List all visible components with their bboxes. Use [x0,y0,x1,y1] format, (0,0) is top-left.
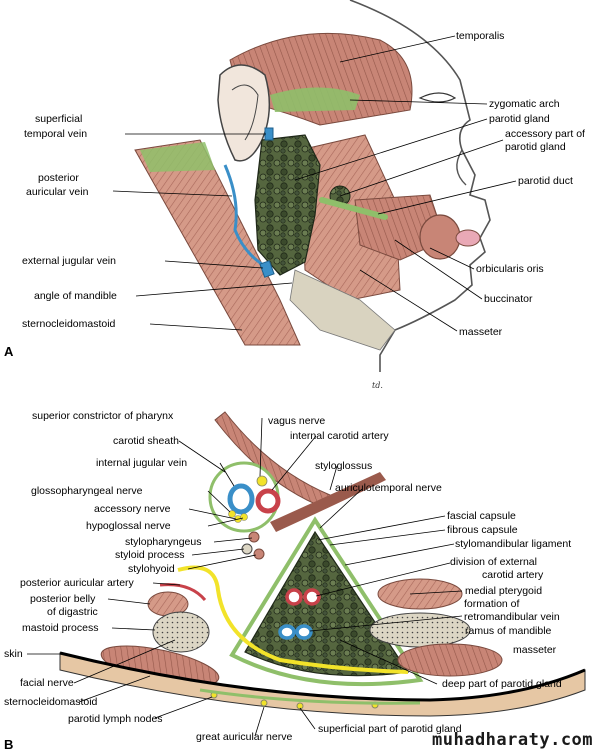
label-superficial-part: superficial part of parotid gland [318,723,462,735]
vagus-nerve-shape [256,475,268,487]
panel-a-drawing [134,0,491,372]
panel-a-letter: A [4,344,14,359]
label-parotid-duct: parotid duct [518,175,573,187]
external-carotid-b [303,588,321,606]
label-formation-of: formation of [464,598,520,610]
label-zygomatic-arch: zygomatic arch [489,98,560,110]
parotid-gland-shape [254,134,321,276]
ear-inner [231,84,259,141]
label-division-external-1: division of external [450,556,537,568]
masseter-muscle [299,134,401,301]
label-posterior-belly: posterior belly [30,593,96,605]
label-masseter-a: masseter [459,326,503,338]
ramus-of-mandible-shape [369,612,471,648]
label-auricular-vein: auricular vein [26,186,89,198]
label-of-digastric: of digastric [47,606,98,618]
label-deep-part: deep part of parotid gland [442,678,562,690]
label-accessory-part-1: accessory part of [505,128,585,140]
neck-muscle-strip [134,139,301,346]
skin-edge [59,651,586,702]
facial-nerve-shape [177,565,409,674]
label-stylohyoid: stylohyoid [128,563,175,575]
lips [455,229,481,247]
stylohyoid-shape [253,548,265,560]
label-superior-constrictor: superior constrictor of pharynx [32,410,174,422]
label-masseter-b: masseter [513,644,557,656]
glossopharyngeal-dot [228,510,236,518]
label-skin: skin [4,648,23,660]
neck-green-fascia [140,142,215,172]
posterior-auricular-artery-shape [159,583,207,602]
label-parotid-gland-a: parotid gland [489,113,550,125]
retromandibular-b [295,624,313,640]
watermark: muhadharaty.com [432,730,594,750]
label-external-jugular-vein: external jugular vein [22,255,116,267]
panel-b-leader-lines [27,417,463,737]
masseter-b-shape [397,643,503,677]
label-retromandibular-vein: retromandibular vein [464,611,560,623]
label-styloglossus: styloglossus [315,460,373,472]
label-facial-nerve: facial nerve [20,677,74,689]
panel-a-leader-lines [112,35,517,332]
label-temporal-vein: temporal vein [24,128,88,140]
stylopharyngeus-shape [248,531,260,543]
label-stylopharyngeus: stylopharyngeus [125,536,202,548]
nose [456,149,467,186]
zygomatic-green [270,87,360,112]
label-glossopharyngeal-nerve: glossopharyngeal nerve [31,485,143,497]
label-sternocleidomastoid-b: sternocleidomastoid [4,696,98,708]
mandible-bone [289,269,396,351]
parotid-duct-shape [319,197,388,220]
label-parotid-lymph-nodes: parotid lymph nodes [68,713,163,725]
bottom-fascia-line [199,688,421,705]
superficial-temporal-vein-shape [264,127,274,141]
hypoglossal-dot [240,513,248,521]
label-accessory-nerve: accessory nerve [94,503,171,515]
artist-signature: td. [372,381,383,390]
label-mastoid-process: mastoid process [22,622,99,634]
panel-b-drawing [59,411,586,717]
label-division-external-2: carotid artery [482,569,544,581]
label-internal-carotid-artery: internal carotid artery [290,430,389,442]
internal-jugular-vein-shape [227,483,255,515]
label-internal-jugular-vein: internal jugular vein [96,457,188,469]
label-great-auricular-nerve: great auricular nerve [196,731,293,743]
label-fibrous-capsule: fibrous capsule [447,524,518,536]
label-vagus-nerve: vagus nerve [268,415,326,427]
label-temporalis: temporalis [456,30,505,42]
mastoid-process-shape [152,611,210,653]
lymph-node-3 [296,702,304,710]
label-styloid-process: styloid process [115,549,185,561]
label-auriculotemporal-nerve: auriculotemporal nerve [335,482,442,494]
lymph-node-2 [260,699,268,707]
label-medial-pterygoid: medial pterygoid [465,585,543,597]
panel-b-letter: B [4,737,14,752]
posterior-auricular-vein-shape [223,164,269,270]
label-carotid-sheath: carotid sheath [113,435,179,447]
face-outline [349,0,491,372]
label-sternocleidomastoid-a: sternocleidomastoid [22,318,116,330]
label-fascial-capsule: fascial capsule [447,510,516,522]
internal-carotid-artery-shape [255,488,281,514]
label-ramus-of-mandible: ramus of mandible [465,625,552,637]
label-hypoglossal-nerve: hypoglossal nerve [86,520,171,532]
label-superficial: superficial [35,113,83,125]
label-buccinator: buccinator [484,293,533,305]
external-jugular-vein-shape [259,260,275,278]
medial-pterygoid-shape [377,578,463,610]
label-stylomandibular-ligament: stylomandibular ligament [455,538,572,550]
styloglossus-band [270,472,386,532]
label-orbicularis-oris: orbicularis oris [476,263,544,275]
external-carotid-a [285,588,303,606]
eye [418,92,457,103]
retromandibular-a [278,624,296,640]
label-posterior: posterior [38,172,79,184]
label-angle-of-mandible: angle of mandible [34,290,117,302]
label-posterior-auricular-artery: posterior auricular artery [20,577,134,589]
label-accessory-part-2: parotid gland [505,141,566,153]
